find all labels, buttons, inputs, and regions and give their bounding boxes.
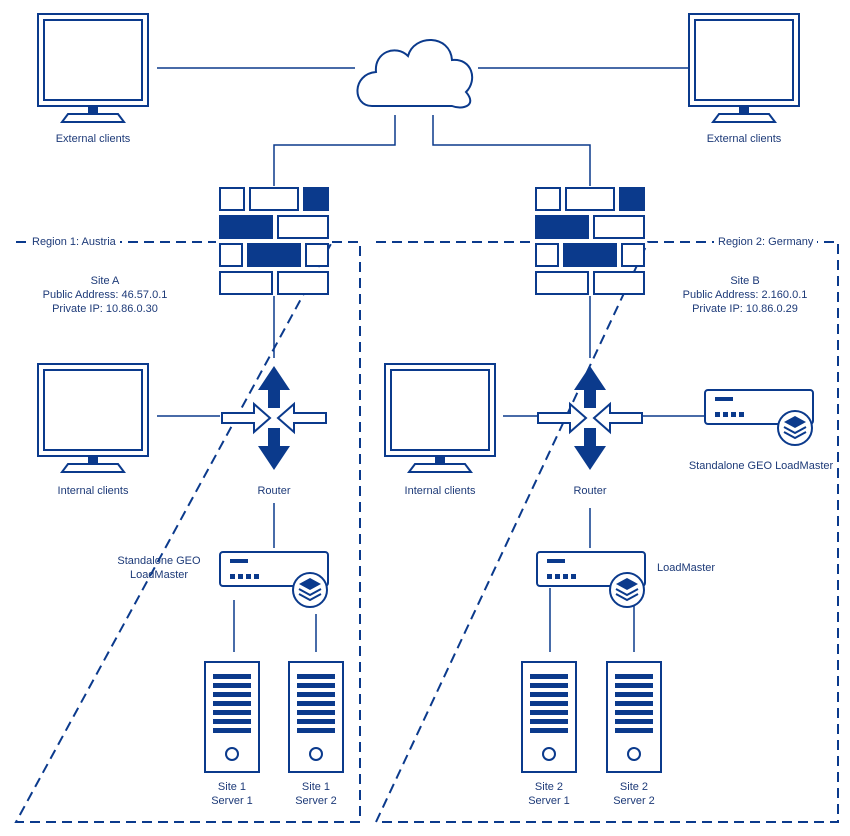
site-1-server-2-label-line-1: Site 1 [301,781,331,793]
router-region-1-icon [221,365,327,471]
site-2-server-2-label: Site 2 Server 2 [594,780,674,808]
external-clients-right-label: External clients [706,133,782,145]
site-b-private-ip: Private IP: 10.86.0.29 [692,303,798,315]
site-1-server-2-label: Site 1 Server 2 [276,780,356,808]
site-1-server-2-icon [288,661,344,773]
site-1-server-2-label-line-2: Server 2 [295,795,337,807]
site-2-server-1-label-line-2: Server 1 [528,795,570,807]
site-2-server-2-icon [606,661,662,773]
site-2-server-1-icon [521,661,577,773]
firewall-region-1-icon [219,187,329,295]
site-a-info: Site A Public Address: 46.57.0.1 Private… [30,274,180,316]
geo-loadmaster-region-1-label-line-2: LoadMaster [129,569,189,581]
standalone-geo-loadmaster-region-2-label: Standalone GEO LoadMaster [688,460,834,472]
internal-client-region-1-monitor-icon [37,363,149,473]
site-1-server-1-label-line-2: Server 1 [211,795,253,807]
external-client-right-monitor-icon [688,13,800,123]
site-1-server-1-label: Site 1 Server 1 [192,780,272,808]
region-1-title: Region 1: Austria [28,235,120,249]
connection-lines [157,67,704,652]
external-clients-left-label: External clients [55,133,131,145]
site-a-public-address: Public Address: 46.57.0.1 [42,289,168,301]
geo-loadmaster-region-1-label-line-1: Standalone GEO [117,555,201,567]
geo-loadmaster-region-1-label: Standalone GEO LoadMaster [104,554,214,582]
cloud-icon [356,39,474,109]
internal-clients-region-2-label: Internal clients [404,485,476,497]
router-region-1-label: Router [257,485,291,497]
site-b-public-address: Public Address: 2.160.0.1 [682,289,808,301]
router-region-2-label: Router [573,485,607,497]
site-2-server-2-label-line-1: Site 2 [619,781,649,793]
region-2-title: Region 2: Germany [714,235,818,249]
standalone-geo-loadmaster-region-2-icon [704,389,814,446]
loadmaster-region-2-icon [536,551,646,608]
site-a-private-ip: Private IP: 10.86.0.30 [52,303,158,315]
site-b-info: Site B Public Address: 2.160.0.1 Private… [670,274,820,316]
geo-loadmaster-region-1-icon [219,551,329,608]
site-2-server-1-label: Site 2 Server 1 [509,780,589,808]
region-2-border [374,241,839,823]
firewall-region-2-icon [535,187,645,295]
external-client-left-monitor-icon [37,13,149,123]
site-a-name: Site A [90,275,120,287]
internal-client-region-2-monitor-icon [384,363,496,473]
site-2-server-2-label-line-2: Server 2 [613,795,655,807]
site-b-name: Site B [730,275,760,287]
router-region-2-icon [537,365,643,471]
site-2-server-1-label-line-1: Site 2 [534,781,564,793]
loadmaster-region-2-label: LoadMaster [657,562,716,574]
site-1-server-1-icon [204,661,260,773]
internal-clients-region-1-label: Internal clients [57,485,129,497]
site-1-server-1-label-line-1: Site 1 [217,781,247,793]
